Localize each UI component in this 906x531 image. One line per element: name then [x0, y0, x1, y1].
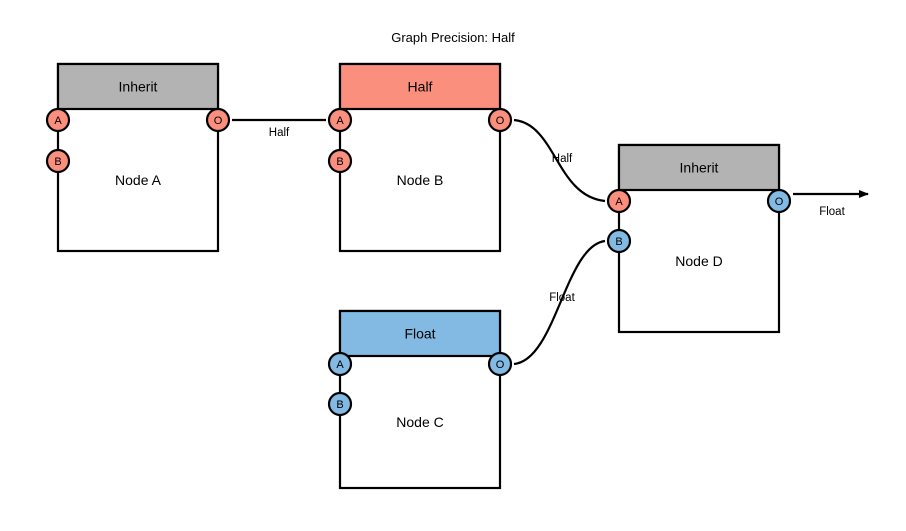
port-circle[interactable] — [766, 188, 792, 214]
edge-c-to-d[interactable]: Float — [513, 239, 606, 366]
port-label: O — [496, 115, 505, 127]
port-label: O — [214, 115, 223, 127]
output-port-o[interactable]: O — [487, 351, 513, 377]
edge-line[interactable] — [513, 118, 606, 203]
node-header-label: Half — [408, 79, 433, 95]
port-label: B — [336, 156, 343, 168]
port-circle[interactable] — [487, 107, 513, 133]
input-port-a[interactable]: A — [327, 351, 353, 377]
port-label: B — [615, 236, 622, 248]
node-body-label: Node C — [396, 414, 443, 430]
input-port-b[interactable]: B — [327, 391, 353, 417]
port-circle[interactable] — [327, 107, 353, 133]
port-label: B — [336, 399, 343, 411]
port-label: O — [775, 196, 784, 208]
port-circle[interactable] — [327, 351, 353, 377]
input-port-b[interactable]: B — [606, 228, 632, 254]
node-header[interactable] — [617, 143, 781, 192]
input-port-b[interactable]: B — [45, 148, 71, 174]
node-header[interactable] — [338, 309, 502, 358]
edge-label: Half — [269, 127, 290, 139]
port-label: A — [54, 115, 62, 127]
edge-label: Float — [549, 292, 575, 304]
port-circle[interactable] — [205, 107, 231, 133]
port-label: A — [615, 196, 623, 208]
input-port-a[interactable]: A — [606, 188, 632, 214]
node-body-label: Node D — [675, 253, 722, 269]
node-header[interactable] — [338, 62, 502, 111]
port-label: O — [496, 359, 505, 371]
port-circle[interactable] — [45, 107, 71, 133]
node-body-label: Node B — [397, 172, 444, 188]
port-circle[interactable] — [327, 391, 353, 417]
input-port-a[interactable]: A — [45, 107, 71, 133]
edge-a-to-b[interactable]: Half — [232, 118, 326, 139]
port-circle[interactable] — [327, 148, 353, 174]
port-label: A — [336, 115, 344, 127]
node-body-label: Node A — [115, 172, 162, 188]
output-port-o[interactable]: O — [205, 107, 231, 133]
edge-d-output[interactable]: Float — [793, 190, 869, 218]
node-header-label: Inherit — [119, 79, 158, 95]
port-circle[interactable] — [487, 351, 513, 377]
page-title: Graph Precision: Half — [391, 30, 515, 45]
input-port-b[interactable]: B — [327, 148, 353, 174]
node-header-label: Inherit — [680, 160, 719, 176]
edge-b-to-d[interactable]: Half — [513, 118, 606, 203]
edge-line[interactable] — [513, 239, 606, 366]
output-port-o[interactable]: O — [766, 188, 792, 214]
input-port-a[interactable]: A — [327, 107, 353, 133]
port-label: B — [54, 156, 61, 168]
node-header[interactable] — [56, 62, 220, 111]
port-circle[interactable] — [45, 148, 71, 174]
port-circle[interactable] — [606, 188, 632, 214]
node-header-label: Float — [404, 326, 435, 342]
edge-label: Float — [819, 206, 845, 218]
output-port-o[interactable]: O — [487, 107, 513, 133]
edge-label: Half — [552, 153, 573, 165]
port-circle[interactable] — [606, 228, 632, 254]
port-label: A — [336, 359, 344, 371]
